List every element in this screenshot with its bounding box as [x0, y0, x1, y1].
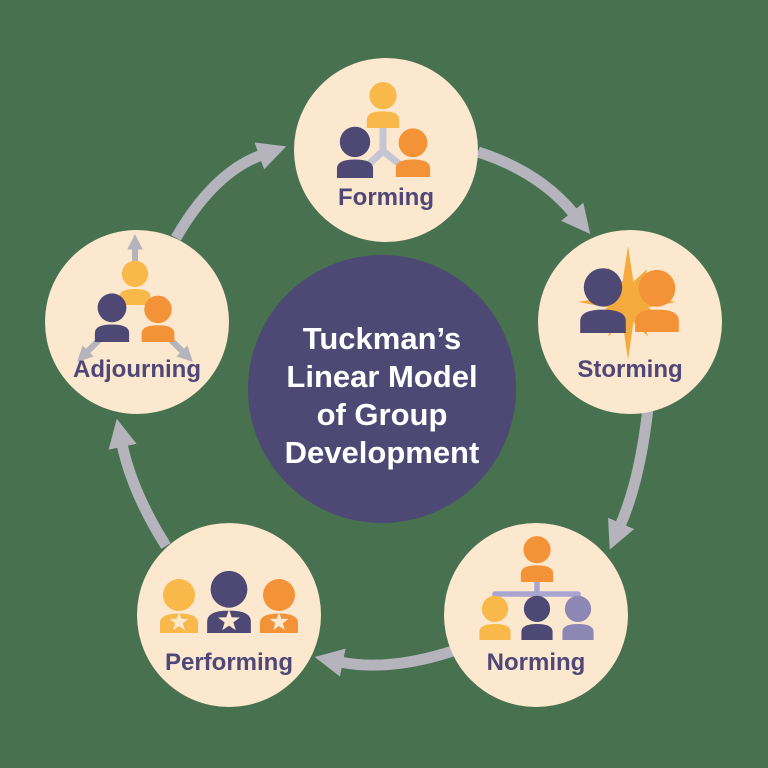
- arrow-forming-to-storming: [476, 146, 591, 235]
- stage-storming: Storming: [538, 230, 722, 414]
- arrow-adjourning-to-forming: [171, 142, 287, 241]
- title-line-2: Linear Model: [286, 359, 478, 394]
- title-line-3: of Group: [316, 397, 448, 432]
- two-people-conflict-starburst-icon: [578, 246, 679, 360]
- stage-performing: Performing: [137, 523, 321, 707]
- stage-adjourning: Adjourning: [45, 230, 229, 414]
- arrow-norming-to-performing: [314, 644, 458, 677]
- stage-forming: Forming: [294, 58, 478, 242]
- center-circle: Tuckman’s Linear Model of Group Developm…: [248, 255, 516, 523]
- team-hierarchy-icon: [479, 536, 594, 640]
- stage-label-norming: Norming: [486, 649, 586, 676]
- diagram-title: Tuckman’s Linear Model of Group Developm…: [285, 320, 480, 472]
- stage-norming: Norming: [444, 523, 628, 707]
- title-line-4: Development: [284, 435, 480, 470]
- three-people-with-stars-icon: [160, 570, 298, 633]
- arrow-storming-to-norming: [608, 407, 654, 550]
- arrow-performing-to-adjourning: [108, 418, 171, 549]
- three-people-network-icon: [336, 82, 431, 178]
- stage-label-performing: Performing: [164, 649, 293, 676]
- stage-label-adjourning: Adjourning: [73, 356, 201, 383]
- title-line-1: Tuckman’s: [302, 321, 462, 356]
- three-people-departing-arrows-icon: [77, 233, 193, 362]
- stage-label-forming: Forming: [338, 184, 434, 211]
- stage-label-storming: Storming: [577, 356, 683, 383]
